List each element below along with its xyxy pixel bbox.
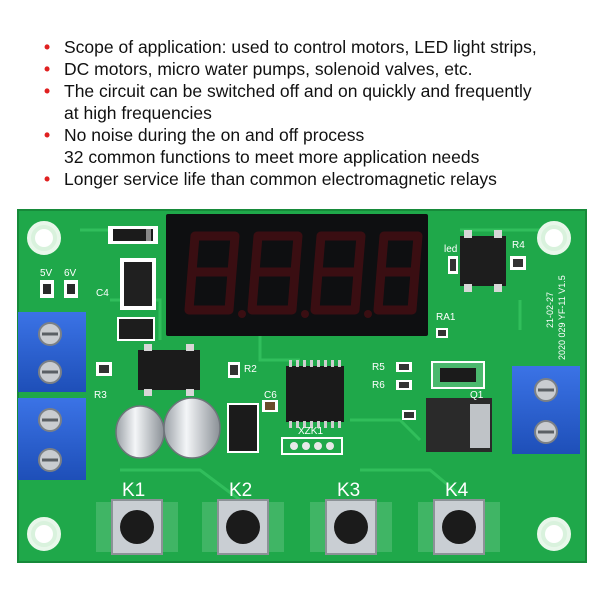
label-q1: Q1: [470, 390, 484, 401]
smd-transistor: [431, 361, 485, 389]
bullet-icon: •: [44, 125, 51, 145]
label-k2: K2: [229, 480, 252, 501]
feature-text-continued: at high frequencies: [64, 103, 212, 123]
feature-text: The circuit can be switched off and on q…: [64, 81, 532, 101]
terminal-block-right: [512, 366, 580, 454]
four-digit-display: [166, 214, 428, 336]
label-k4: K4: [445, 480, 469, 501]
feature-text: DC motors, micro water pumps, solenoid v…: [64, 59, 473, 79]
label-revision-date: 21-02-27: [545, 292, 555, 328]
label-xzk1: XZK1: [298, 426, 323, 437]
feature-item: • The circuit can be switched off and on …: [40, 80, 570, 124]
header-pins: [281, 437, 343, 455]
feature-text: Scope of application: used to control mo…: [64, 37, 537, 57]
relay-board-photo: K1 K2 K3 K4 5V 6V C4 R3 R2 C6 R5 R6 Q1 X…: [0, 200, 600, 600]
capacitor: [115, 405, 165, 459]
button-k4[interactable]: [418, 499, 500, 555]
terminal-block-left-bottom: [18, 398, 86, 480]
label-c6: C6: [264, 390, 277, 401]
microcontroller-chip: [286, 360, 344, 428]
smd-diode: [108, 226, 158, 244]
voltage-regulator: [120, 258, 156, 310]
feature-item: • Scope of application: used to control m…: [40, 36, 570, 58]
bullet-icon: •: [44, 81, 51, 101]
label-r6: R6: [372, 380, 385, 391]
label-r5: R5: [372, 362, 385, 373]
bullet-icon: •: [44, 169, 51, 189]
mounting-holes: [27, 221, 571, 551]
button-k3[interactable]: [310, 499, 392, 555]
feature-item: • Longer service life than common electro…: [40, 168, 570, 190]
label-r2: R2: [244, 364, 257, 375]
terminal-block-left-top: [18, 312, 86, 392]
optocoupler-2: [138, 344, 200, 396]
feature-text-continued: 32 common functions to meet more applica…: [64, 147, 480, 167]
smd-components: [40, 256, 526, 420]
pcb-illustration: K1 K2 K3 K4 5V 6V C4 R3 R2 C6 R5 R6 Q1 X…: [17, 209, 587, 563]
label-5v: 5V: [40, 268, 53, 279]
feature-text: Longer service life than common electrom…: [64, 169, 497, 189]
button-k1[interactable]: [96, 499, 178, 555]
mosfet: [426, 398, 492, 452]
feature-item: • DC motors, micro water pumps, solenoid …: [40, 58, 570, 80]
label-board-version: 2020 029 YF-11 V1.5: [557, 275, 567, 360]
feature-text: No noise during the on and off process: [64, 125, 365, 145]
button-k2[interactable]: [202, 499, 284, 555]
label-6v: 6V: [64, 268, 77, 279]
capacitor-2: [163, 397, 221, 459]
label-k3: K3: [337, 480, 360, 501]
label-k1: K1: [122, 480, 145, 501]
smd-chip: [117, 317, 155, 341]
label-ra1: RA1: [436, 312, 456, 323]
label-led: led: [444, 244, 457, 255]
inductor: [227, 403, 259, 453]
silkscreen-labels: K1 K2 K3 K4 5V 6V C4 R3 R2 C6 R5 R6 Q1 X…: [40, 240, 567, 501]
bullet-icon: •: [44, 37, 51, 57]
label-r3: R3: [94, 390, 107, 401]
label-r4: R4: [512, 240, 525, 251]
bullet-icon: •: [44, 59, 51, 79]
feature-list: • Scope of application: used to control m…: [40, 36, 570, 190]
label-c4: C4: [96, 288, 109, 299]
optocoupler: [460, 230, 506, 292]
